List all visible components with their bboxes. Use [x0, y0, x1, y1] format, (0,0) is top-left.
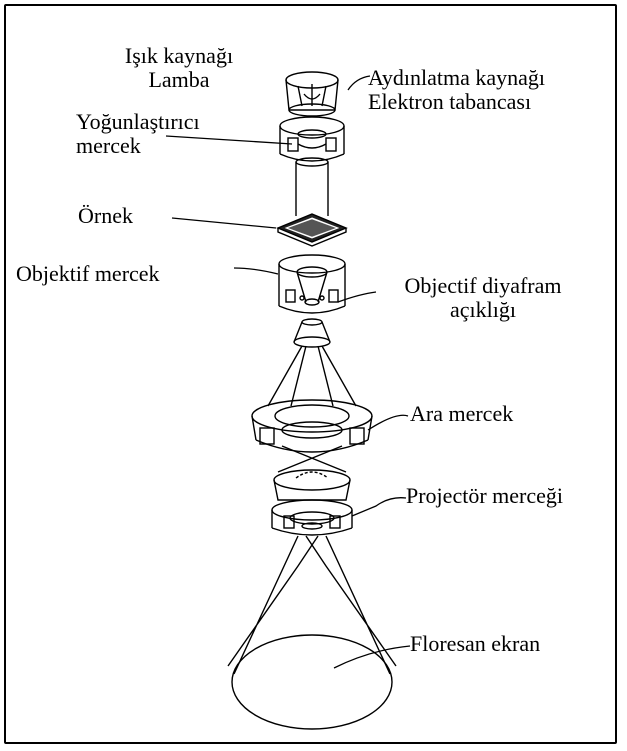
label-fluorescent-screen: Floresan ekran: [410, 632, 540, 656]
label-objective-lens: Objektif mercek: [16, 262, 160, 286]
label-illumination-line2: Elektron tabancası: [368, 90, 545, 114]
fluorescent-screen-shape: [232, 635, 392, 729]
figure-frame: Işık kaynağı Lamba Aydınlatma kaynağı El…: [4, 4, 617, 744]
label-objective-aperture: Objectif diyafram açıklığı: [378, 274, 588, 322]
label-intermediate-lens: Ara mercek: [410, 402, 513, 426]
label-light-source: Işık kaynağı Lamba: [94, 44, 264, 92]
label-condenser-lens: Yoğunlaştırıcı mercek: [76, 110, 200, 158]
label-light-source-line2: Lamba: [94, 68, 264, 92]
label-projector-lens: Projectör merceği: [406, 484, 563, 508]
objective-lens-shape: [279, 255, 345, 313]
projector-lens-shape: [272, 470, 352, 535]
label-objective-aperture-line2: açıklığı: [378, 298, 588, 322]
label-objective-aperture-line1: Objectif diyafram: [378, 274, 588, 298]
column-tube-shape: [296, 158, 328, 216]
label-condenser-line1: Yoğunlaştırıcı: [76, 110, 200, 134]
label-specimen: Örnek: [78, 204, 133, 228]
intermediate-lens-shape: [252, 400, 372, 452]
specimen-shape: [278, 214, 346, 246]
label-light-source-line1: Işık kaynağı: [94, 44, 264, 68]
condenser-lens-shape: [280, 117, 344, 161]
aperture-cone-shape: [294, 319, 330, 347]
label-condenser-line2: mercek: [76, 134, 200, 158]
electron-gun-shape: [286, 72, 338, 116]
label-illumination-line1: Aydınlatma kaynağı: [368, 66, 545, 90]
label-illumination-source: Aydınlatma kaynağı Elektron tabancası: [368, 66, 545, 114]
